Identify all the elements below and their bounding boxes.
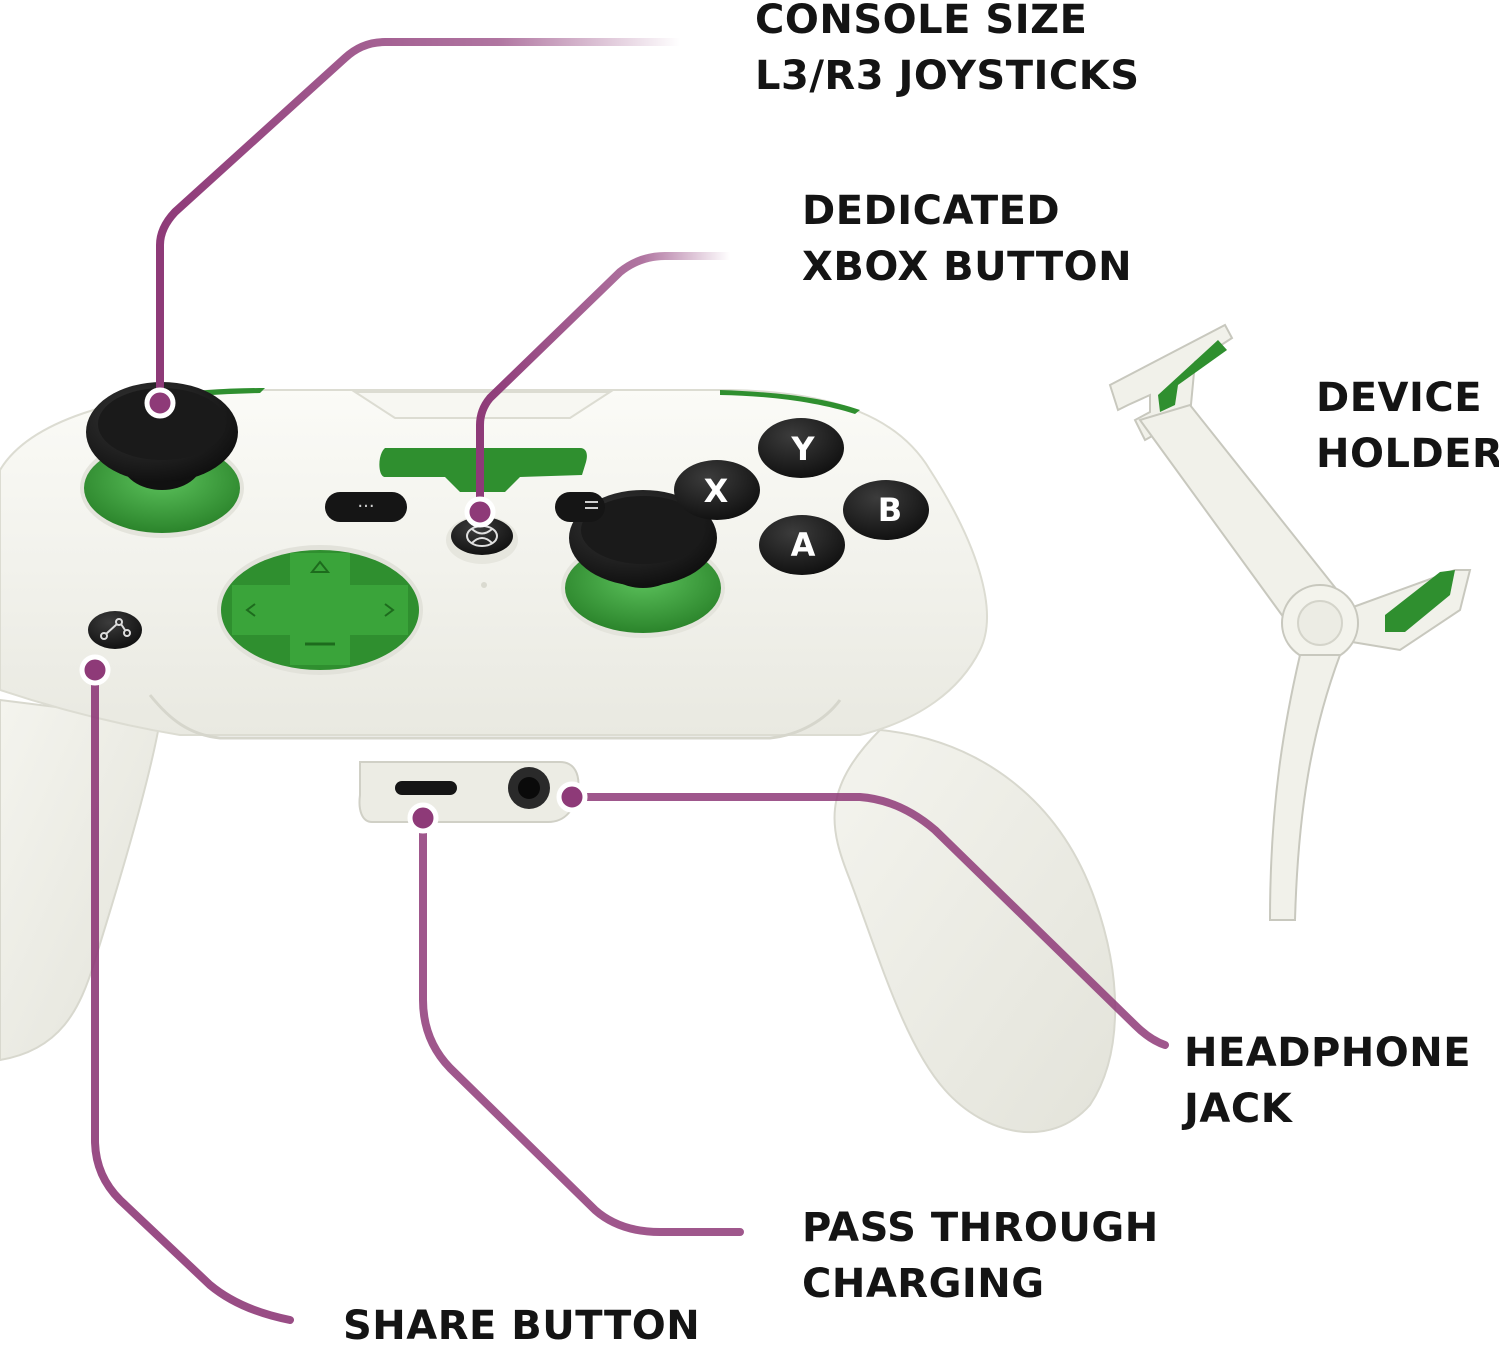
callout-line-xbox [476,252,734,516]
callout-label-headphone-jack: HEADPHONE JACK [1184,1025,1471,1137]
callout-label-charging: PASS THROUGH CHARGING [802,1200,1159,1312]
callout-headphone-line1: HEADPHONE [1184,1030,1472,1076]
callout-lines [79,38,1169,1324]
view-button[interactable]: ··· [325,492,407,522]
callout-charging-line2: CHARGING [802,1261,1045,1307]
device-holder [1108,323,1472,921]
callout-label-joysticks: CONSOLE SIZE L3/R3 JOYSTICKS [755,0,1140,104]
callout-holder-line1: DEVICE [1316,375,1483,421]
face-button-b[interactable]: B [843,480,929,540]
d-pad[interactable] [217,545,423,675]
face-button-x[interactable]: X [674,460,760,520]
callout-holder-line2: HOLDER [1316,431,1499,477]
share-button[interactable] [88,611,142,649]
svg-text:X: X [704,472,729,510]
callout-label-device-holder: DEVICE HOLDER [1316,370,1499,482]
svg-text:A: A [791,526,816,564]
callout-share-line1: SHARE BUTTON [343,1303,701,1349]
callout-line-share [91,666,294,1324]
charging-port [395,781,457,795]
face-button-a[interactable]: A [759,515,845,575]
view-icon [585,501,598,509]
menu-dots-icon: ··· [357,496,374,517]
callout-xbox-line2: XBOX BUTTON [802,244,1133,290]
callout-charging-line1: PASS THROUGH [802,1205,1159,1251]
right-joystick[interactable] [561,490,725,638]
share-icon [100,618,131,640]
xbox-button[interactable] [446,516,518,564]
svg-text:B: B [878,491,902,529]
callout-headphone-line2: JACK [1184,1086,1293,1132]
callout-xbox-line1: DEDICATED [802,188,1061,234]
callout-line-headphone [568,793,1169,1049]
face-button-y[interactable]: Y [758,418,844,478]
callout-joysticks-line2: L3/R3 JOYSTICKS [755,53,1140,99]
callout-joysticks-line1: CONSOLE SIZE [755,0,1088,43]
callout-line-charging [419,814,744,1236]
callout-label-xbox-button: DEDICATED XBOX BUTTON [802,183,1132,295]
callout-label-share-button: SHARE BUTTON [343,1298,700,1354]
svg-text:Y: Y [790,430,815,468]
left-joystick[interactable] [80,382,244,538]
callout-line-joysticks [156,38,684,407]
menu-button[interactable] [555,492,605,522]
